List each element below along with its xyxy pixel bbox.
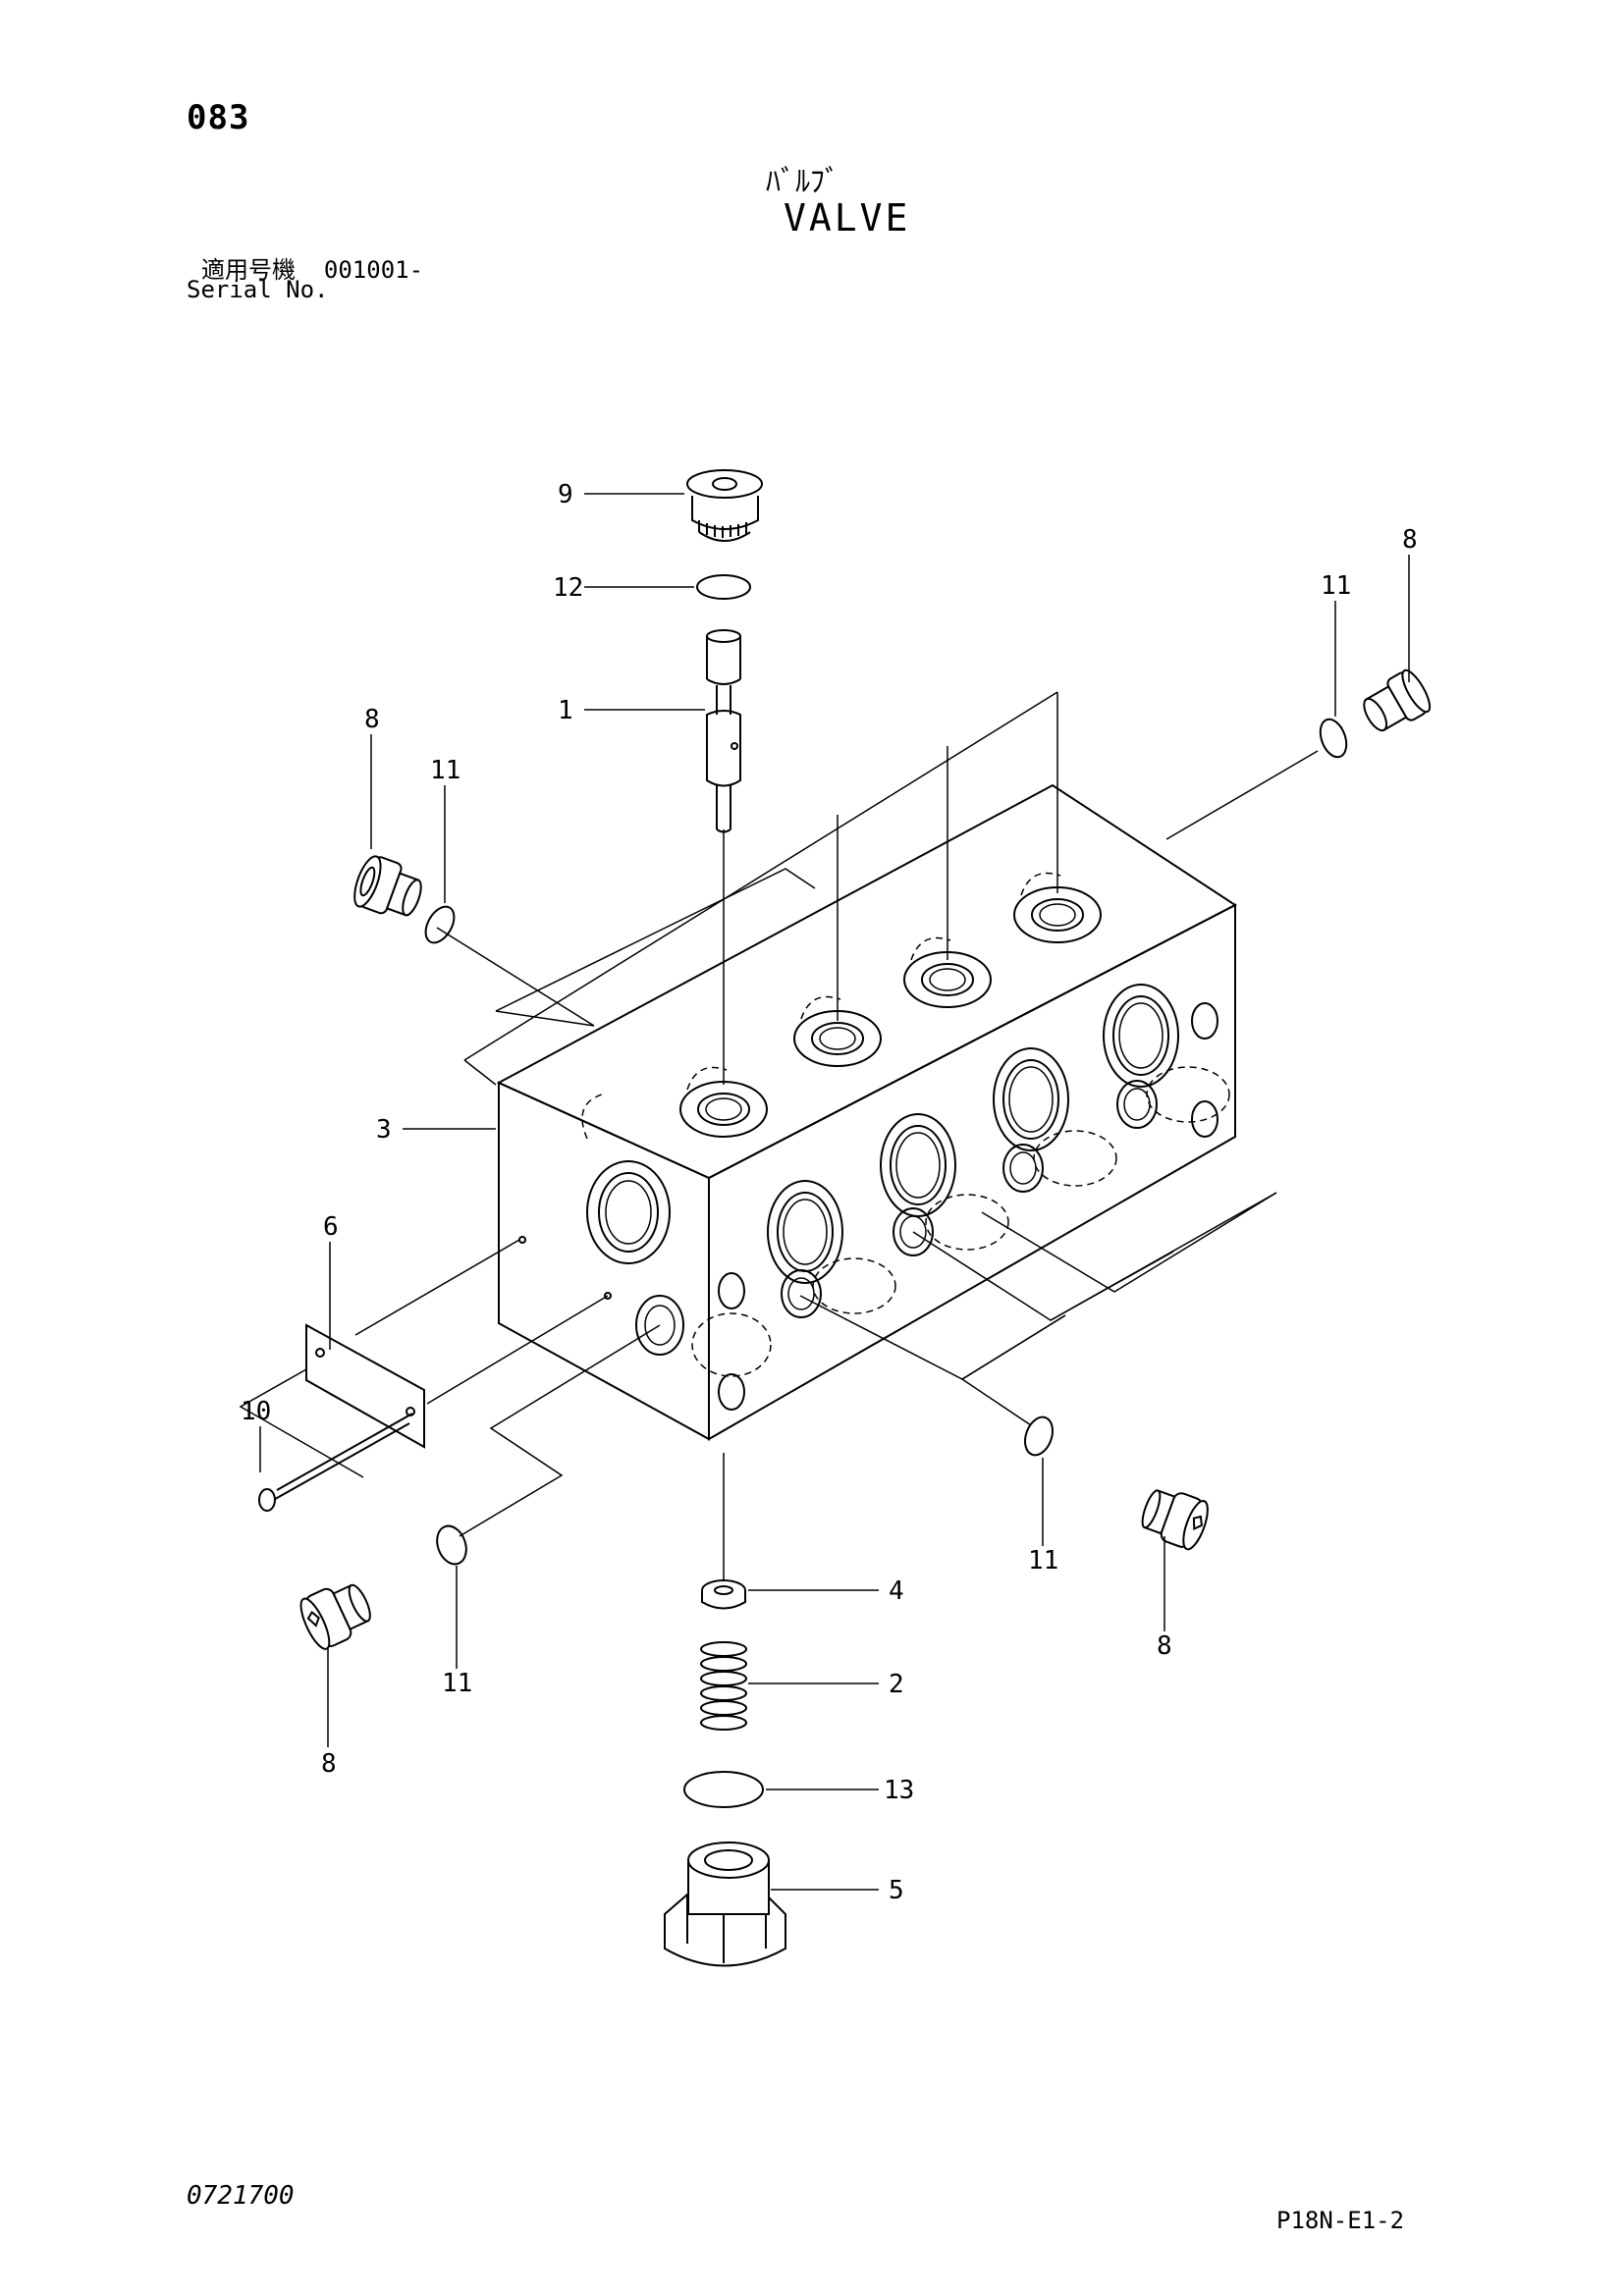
mount-hole-2 — [718, 1373, 745, 1411]
o-ring-part-11-bottom-left — [436, 1524, 467, 1566]
callout-9: 9 — [558, 480, 573, 509]
pin-hole-1 — [518, 1236, 526, 1244]
callout-8-bottom-right: 8 — [1157, 1631, 1172, 1661]
serial-value: 001001- — [323, 256, 424, 284]
front-port-large-3 — [993, 1047, 1069, 1151]
pin-leader — [239, 1368, 364, 1478]
callout-leaders — [259, 493, 1410, 1891]
drawing-number: 0721700 — [187, 2181, 295, 2211]
callout-10: 10 — [241, 1397, 271, 1426]
front-port-large-1 — [767, 1180, 843, 1284]
callout-1: 1 — [558, 696, 573, 725]
front-port-small-4 — [1116, 1066, 1230, 1129]
callout-11-left: 11 — [430, 756, 460, 785]
front-port-small-2 — [893, 1194, 1009, 1256]
front-port-large-4 — [1103, 984, 1179, 1088]
o-ring-part-11-left — [424, 905, 456, 944]
valve-block — [496, 783, 1237, 1441]
o-ring-part-13 — [683, 1771, 764, 1808]
side-port-small — [635, 1295, 772, 1377]
plug-part-8-bottom-right — [1141, 1489, 1209, 1551]
pin-hole-2 — [604, 1292, 612, 1300]
mount-hole-3 — [1191, 1002, 1218, 1040]
o-ring-part-11-top-right — [1319, 718, 1348, 759]
plug-part-5-hex — [664, 1842, 786, 1967]
callout-8-left: 8 — [364, 705, 380, 734]
serial-label-japanese: 適用号機 001001- — [201, 250, 423, 285]
callout-6: 6 — [323, 1212, 339, 1242]
plug-part-9 — [686, 469, 763, 542]
callout-2: 2 — [889, 1670, 904, 1699]
callout-8-bottom-left: 8 — [321, 1749, 337, 1779]
title-english: VALVE — [784, 196, 911, 240]
callout-11-bottom-right: 11 — [1028, 1546, 1058, 1575]
plug-part-8-left — [353, 855, 422, 917]
mount-hole-1 — [718, 1272, 745, 1309]
serial-label-jp-text: 適用号機 — [201, 256, 296, 284]
leader-lines — [354, 691, 1319, 1580]
callout-12: 12 — [553, 573, 583, 603]
callout-5: 5 — [889, 1876, 904, 1905]
side-port-large — [581, 1094, 671, 1264]
plug-part-8-top-right — [1363, 668, 1432, 732]
plug-part-8-bottom-left — [299, 1583, 371, 1650]
seat-part-4 — [701, 1579, 746, 1610]
plate-part-6 — [305, 1323, 425, 1449]
o-ring-part-11-bottom-right — [1023, 1415, 1055, 1457]
callout-3: 3 — [376, 1115, 392, 1145]
serial-label-english: Serial No. — [187, 276, 329, 303]
spring-part-2 — [700, 1641, 747, 1731]
callout-11-bottom-left: 11 — [442, 1669, 472, 1698]
pin-part-10 — [258, 1413, 413, 1512]
mount-hole-4 — [1191, 1100, 1218, 1138]
callout-4: 4 — [889, 1576, 904, 1606]
callout-11-top-right: 11 — [1321, 571, 1351, 601]
front-port-small-3 — [1002, 1130, 1117, 1193]
o-ring-part-12 — [696, 574, 751, 600]
sheet-id: P18N-E1-2 — [1276, 2207, 1405, 2234]
callout-8-top-right: 8 — [1402, 525, 1418, 555]
spool-part-1 — [706, 629, 741, 833]
top-port-1 — [679, 1066, 768, 1138]
title-japanese: ﾊﾞﾙﾌﾞ — [766, 165, 839, 199]
front-port-small-1 — [781, 1257, 896, 1318]
callout-13: 13 — [884, 1776, 914, 1805]
page-number: 083 — [187, 98, 250, 137]
front-port-large-2 — [880, 1113, 956, 1217]
